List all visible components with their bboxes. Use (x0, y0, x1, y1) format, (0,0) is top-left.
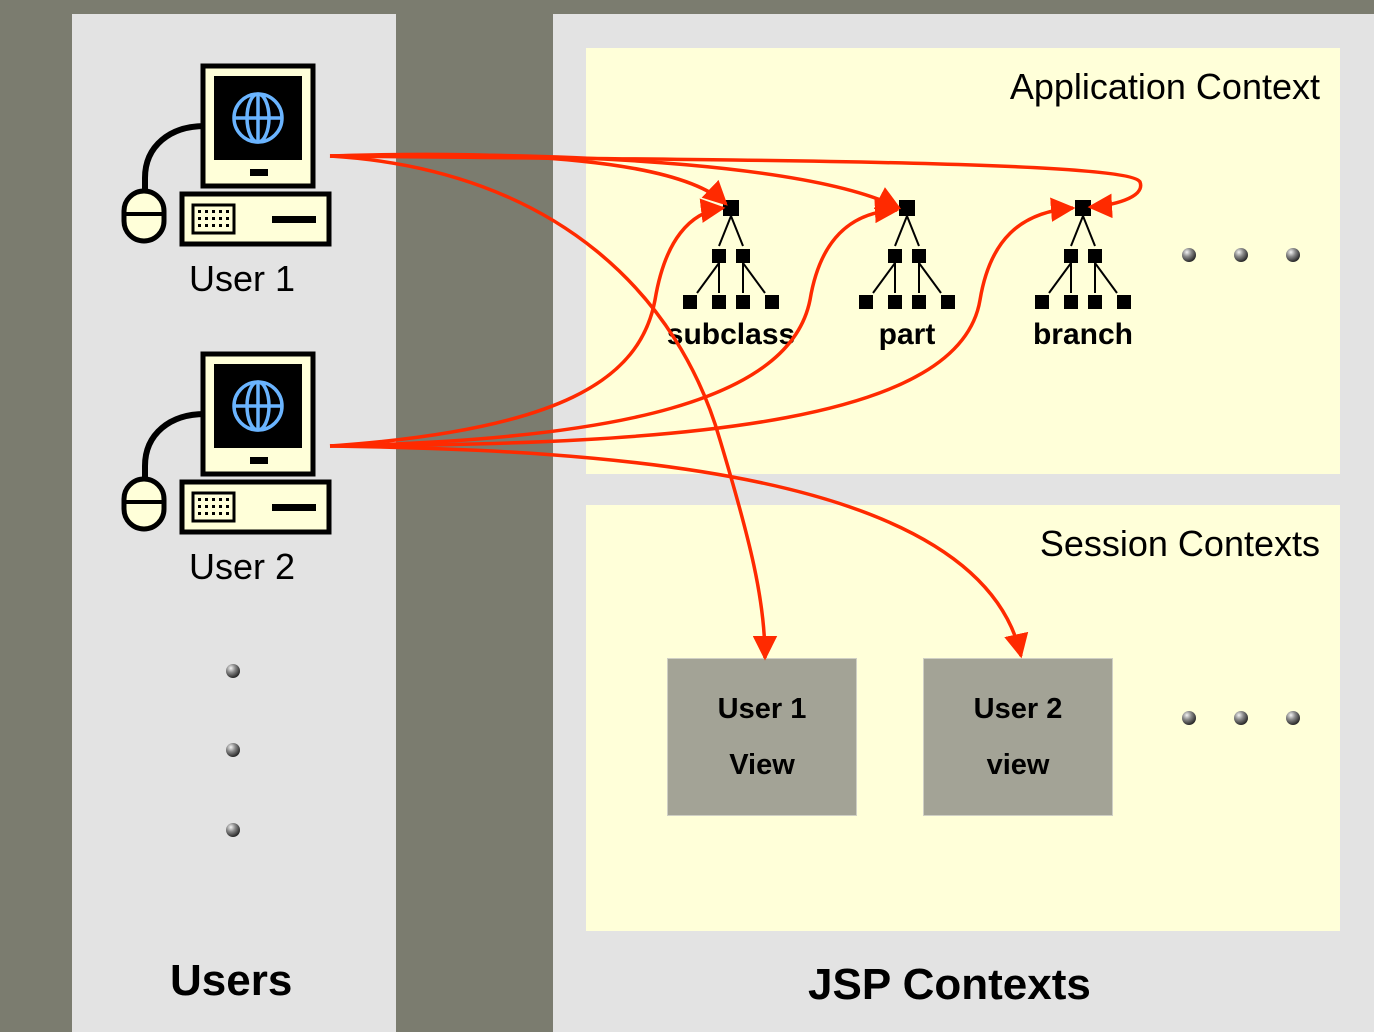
user-1-to-part-arrow (329, 153, 902, 210)
user-1-view-box: User 1 View (667, 658, 857, 816)
user-1-view-line1: User 1 (717, 693, 807, 725)
session-contexts-title: Session Contexts (1039, 523, 1320, 564)
user-2-computer-icon (124, 354, 329, 532)
branch-tree-icon (1034, 199, 1132, 310)
tree-label-branch: branch (1032, 318, 1134, 351)
user-2-arrows (329, 197, 1076, 659)
tree-label-part: part (878, 318, 936, 351)
user-2-view-line2: view (986, 749, 1050, 781)
user-2-label: User 2 (188, 546, 296, 587)
user-2-view-box: User 2 view (923, 658, 1113, 816)
jsp-panel-title: JSP Contexts (808, 960, 1091, 1009)
user-2-to-part-arrow (329, 198, 900, 448)
tree-label-subclass: subclass (666, 318, 796, 351)
session-contexts-ellipsis-icon (1182, 711, 1300, 725)
users-ellipsis-icon (226, 664, 240, 837)
user-1-to-branch-arrow (329, 154, 1143, 219)
user-2-to-branch-arrow (329, 197, 1076, 448)
application-context-title: Application Context (1009, 66, 1320, 107)
user-1-arrows (329, 152, 1143, 661)
user-2-to-view-arrow (329, 444, 1029, 659)
user-1-computer-icon (124, 66, 329, 244)
user-2-to-subclass-arrow (329, 198, 726, 448)
application-context: Application Context (586, 48, 1340, 474)
users-panel-title: Users (170, 956, 293, 1005)
user-1-view-line2: View (729, 749, 795, 781)
part-tree-icon (858, 199, 956, 310)
user-2-view-line1: User 2 (973, 693, 1063, 725)
user-1-label: User 1 (188, 258, 296, 299)
app-context-ellipsis-icon (1182, 248, 1300, 262)
user-1-to-view-arrow (329, 154, 778, 661)
